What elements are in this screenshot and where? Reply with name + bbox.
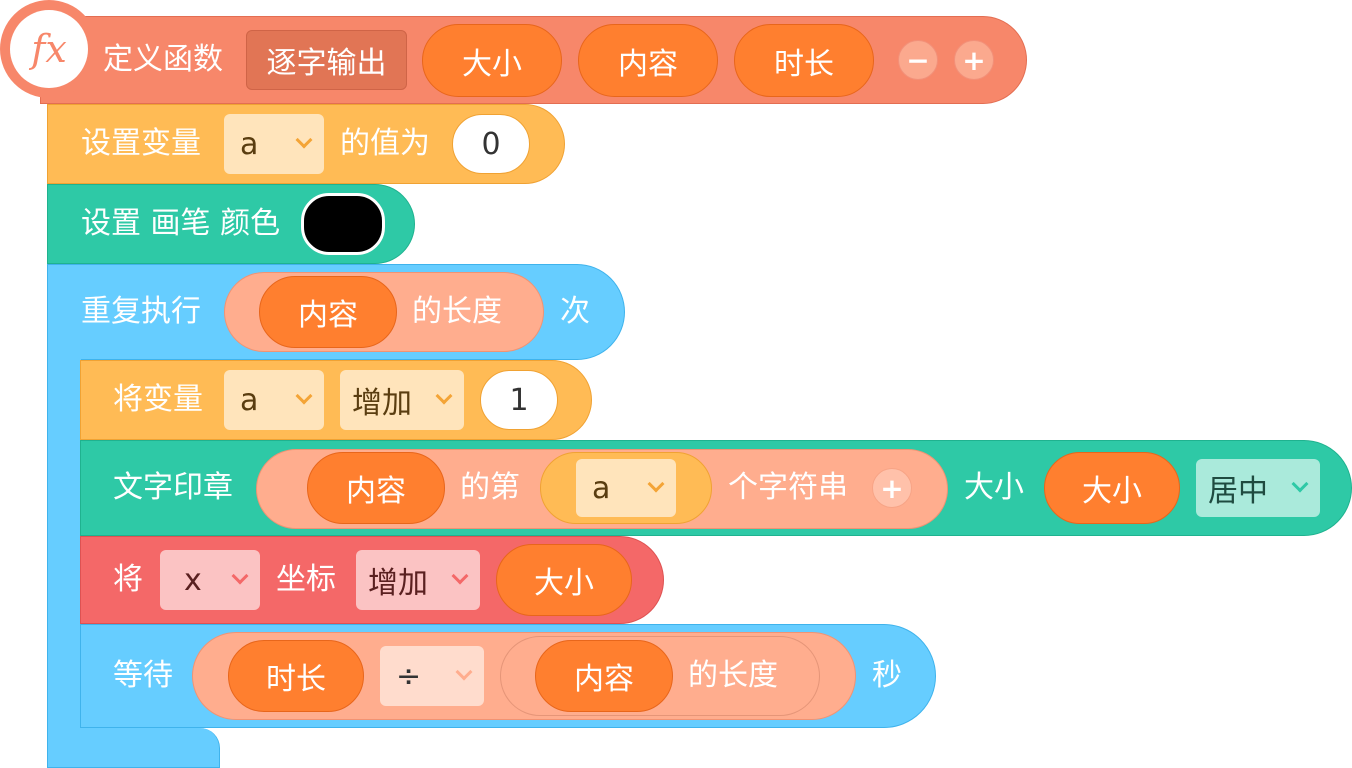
set-variable-label2: 的值为 <box>340 126 430 161</box>
operator-dropdown[interactable]: ÷ <box>380 646 484 706</box>
index-variable-dropdown[interactable]: a <box>576 459 676 517</box>
function-name-field[interactable]: 逐字输出 <box>246 30 407 90</box>
change-x-op-dropdown[interactable]: 增加 <box>356 550 480 610</box>
param-duration[interactable]: 时长 <box>734 24 874 97</box>
minus-icon: − <box>906 43 930 77</box>
remove-param-button[interactable]: − <box>898 40 938 80</box>
stamp-content-param-label: 内容 <box>346 474 406 509</box>
plus-icon: + <box>880 471 904 505</box>
change-x-size-param-label: 大小 <box>534 566 594 601</box>
function-name-text: 逐字输出 <box>266 46 387 81</box>
repeat-content-param-label: 内容 <box>298 298 358 333</box>
pen-color-swatch[interactable] <box>301 193 385 255</box>
change-op-dropdown-value: 增加 <box>352 386 412 421</box>
change-value-input[interactable]: 1 <box>480 370 558 430</box>
text-stamp-label: 文字印章 <box>113 470 233 505</box>
set-variable-value-input[interactable]: 0 <box>452 114 530 174</box>
fx-icon: fx <box>0 0 98 98</box>
stamp-content-param[interactable]: 内容 <box>307 452 445 524</box>
chevron-down-icon <box>295 387 313 405</box>
set-variable-value-text: 0 <box>481 126 501 162</box>
wait-content-param[interactable]: 内容 <box>535 640 673 712</box>
set-pen-color-label: 设置 画笔 颜色 <box>81 206 281 241</box>
chevron-down-icon <box>451 567 469 585</box>
wait-label: 等待 <box>113 658 173 693</box>
param-content[interactable]: 内容 <box>578 24 718 97</box>
stamp-nth-label: 的第 <box>460 470 520 505</box>
chevron-down-icon <box>295 131 313 149</box>
operator-dropdown-value: ÷ <box>396 658 422 694</box>
stamp-align-dropdown[interactable]: 居中 <box>1196 459 1320 517</box>
set-variable-label: 设置变量 <box>81 126 201 161</box>
stamp-expand-button[interactable]: + <box>872 468 912 508</box>
stamp-substring-label: 个字符串 <box>728 470 848 505</box>
set-variable-dropdown[interactable]: a <box>224 114 324 174</box>
add-param-button[interactable]: + <box>954 40 994 80</box>
set-variable-dropdown-value: a <box>240 126 259 162</box>
change-x-op-dropdown-value: 增加 <box>368 566 428 601</box>
chevron-down-icon <box>647 475 665 493</box>
change-variable-dropdown-value: a <box>240 382 259 418</box>
axis-dropdown-value: x <box>184 562 202 598</box>
coordinate-label: 坐标 <box>276 562 336 597</box>
repeat-block-arm <box>47 356 81 736</box>
repeat-content-param[interactable]: 内容 <box>259 276 397 348</box>
wait-seconds-label: 秒 <box>872 658 902 693</box>
index-variable-dropdown-value: a <box>592 470 611 506</box>
repeat-length-label: 的长度 <box>412 294 502 329</box>
chevron-down-icon <box>435 387 453 405</box>
param-duration-label: 时长 <box>774 46 834 82</box>
repeat-times-label: 次 <box>560 294 590 329</box>
change-value-text: 1 <box>509 382 529 418</box>
stamp-align-dropdown-value: 居中 <box>1208 474 1268 509</box>
wait-duration-param[interactable]: 时长 <box>228 640 364 712</box>
fx-icon-label: fx <box>10 10 88 88</box>
chevron-down-icon <box>455 663 473 681</box>
wait-content-param-label: 内容 <box>574 662 634 697</box>
param-content-label: 内容 <box>618 46 678 82</box>
change-x-size-param[interactable]: 大小 <box>496 544 632 616</box>
param-size-label: 大小 <box>462 46 522 82</box>
change-variable-label: 将变量 <box>113 382 203 417</box>
change-x-label: 将 <box>113 562 143 597</box>
chevron-down-icon <box>231 567 249 585</box>
stamp-size-param-label: 大小 <box>1082 474 1142 509</box>
plus-icon: + <box>962 43 986 77</box>
change-variable-dropdown[interactable]: a <box>224 370 324 430</box>
chevron-down-icon <box>1291 475 1309 493</box>
wait-duration-param-label: 时长 <box>266 662 326 697</box>
axis-dropdown[interactable]: x <box>160 550 260 610</box>
wait-length-label: 的长度 <box>688 658 778 693</box>
param-size[interactable]: 大小 <box>422 24 562 97</box>
stamp-size-label: 大小 <box>964 470 1024 505</box>
change-op-dropdown[interactable]: 增加 <box>340 370 464 430</box>
repeat-label: 重复执行 <box>81 294 201 329</box>
repeat-block-foot <box>47 728 220 768</box>
stamp-size-param[interactable]: 大小 <box>1044 452 1180 524</box>
define-function-label: 定义函数 <box>103 42 223 77</box>
